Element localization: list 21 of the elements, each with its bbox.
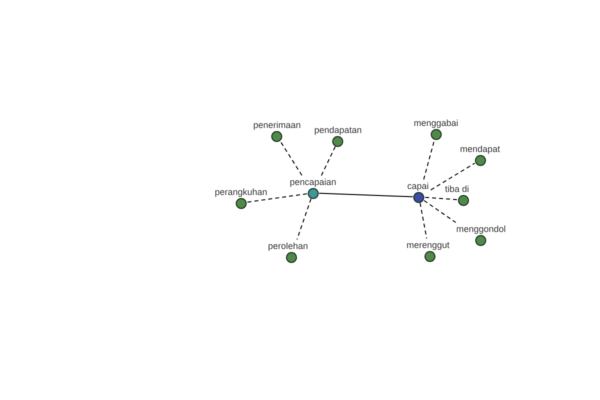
node-label: menggabai	[412, 118, 460, 128]
dashed-connector	[320, 146, 336, 176]
dashed-connector	[430, 162, 476, 190]
node-label: merenggut	[405, 240, 451, 250]
node-label: mendapat	[458, 144, 502, 154]
dashed-connector	[424, 200, 456, 223]
dashed-connector	[423, 139, 435, 180]
node-label: pendapatan	[313, 124, 363, 136]
node-label: menggondol	[455, 224, 507, 234]
dashed-connector	[280, 140, 302, 176]
node-label: tiba di	[444, 184, 470, 194]
dashed-connector	[246, 193, 308, 203]
node-label: perangkuhan	[214, 186, 268, 198]
connector-line	[318, 192, 414, 198]
node-label: perolehan	[266, 240, 310, 252]
dashed-connector	[420, 202, 428, 239]
node-label: capai	[406, 180, 430, 192]
dashed-connector	[424, 196, 458, 200]
node-label: pencapaian	[288, 176, 338, 188]
dashed-connector	[296, 198, 312, 240]
node-label: penerimaan	[252, 120, 302, 130]
